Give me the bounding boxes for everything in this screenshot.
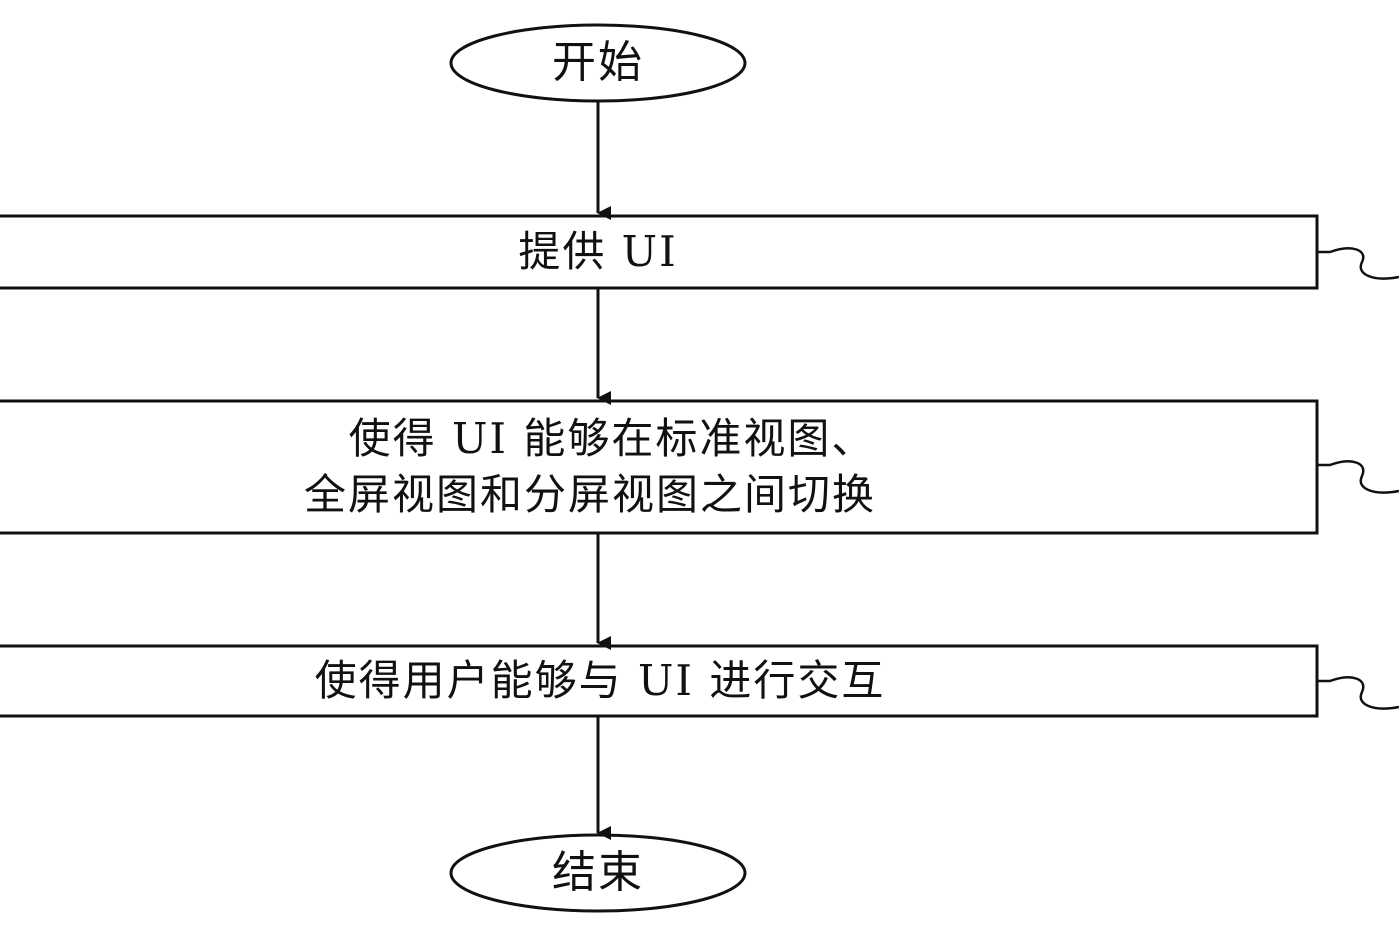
step-2-reference-leader — [1317, 460, 1399, 494]
step-2-box — [0, 399, 1319, 535]
step-1-label: 提供 UI — [518, 227, 678, 276]
start-terminal — [449, 23, 747, 103]
step-2-label-line2: 全屏视图和分屏视图之间切换 — [303, 470, 876, 519]
end-label: 结束 — [552, 847, 644, 898]
step-1-reference-leader — [1317, 247, 1399, 280]
step-3-reference-leader — [1317, 676, 1399, 710]
start-label: 开始 — [552, 37, 644, 88]
step-2-label-line1: 使得 UI 能够在标准视图、 — [348, 414, 876, 463]
step-3-label: 使得用户能够与 UI 进行交互 — [314, 656, 886, 705]
end-terminal — [449, 833, 747, 913]
